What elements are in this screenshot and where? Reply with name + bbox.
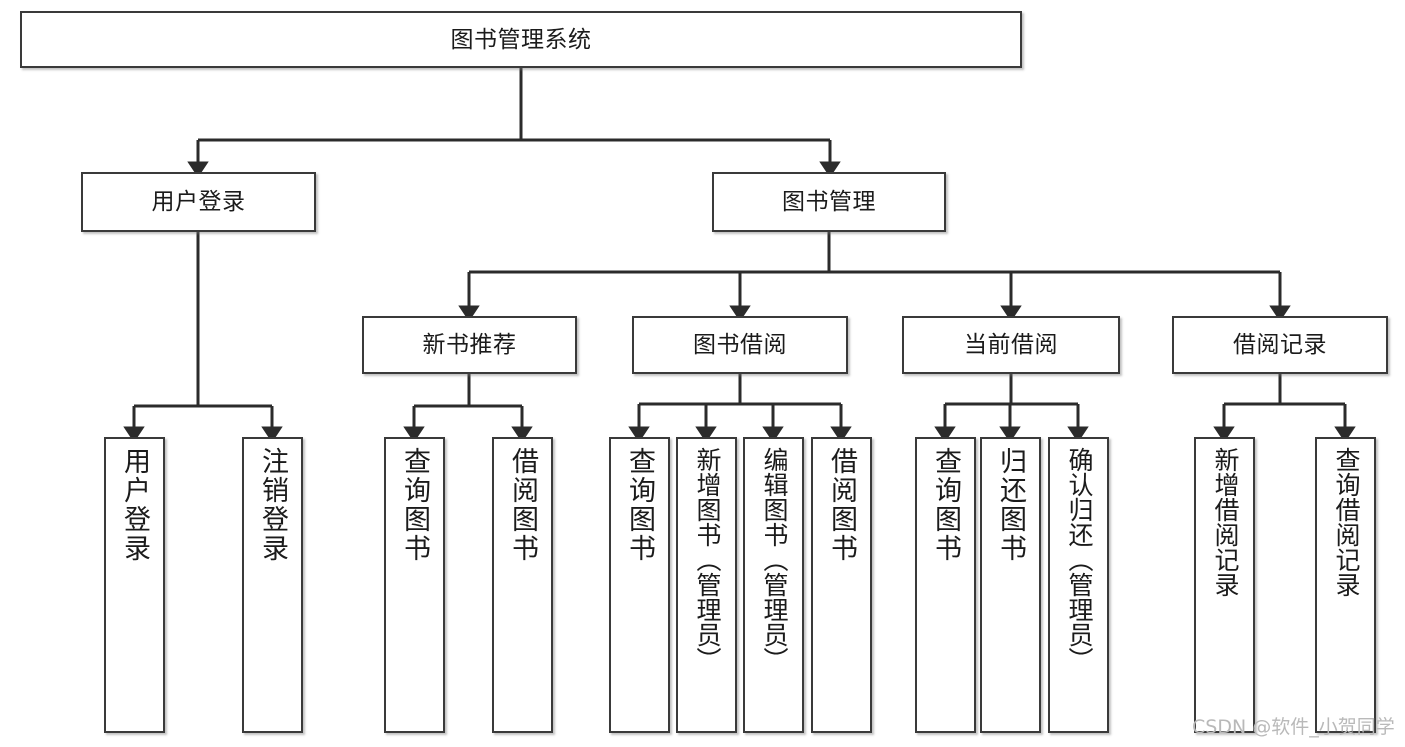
leaf-book-borrow-borrow-book[interactable]: 借阅图书 [811, 437, 872, 733]
node-label: 图书借阅 [693, 331, 787, 358]
node-label: 新增借阅记录 [1211, 447, 1239, 597]
node-root-book-management-system[interactable]: 图书管理系统 [20, 11, 1022, 68]
leaf-new-book-query-book[interactable]: 查询图书 [384, 437, 445, 733]
node-label: 新书推荐 [422, 331, 517, 358]
leaf-new-book-borrow-book[interactable]: 借阅图书 [492, 437, 553, 733]
leaf-borrow-record-query-record[interactable]: 查询借阅记录 [1315, 437, 1376, 733]
node-label: 查询借阅记录 [1332, 447, 1360, 597]
leaf-current-borrow-confirm-return-admin[interactable]: 确认归还（管理员） [1048, 437, 1109, 733]
node-label: 查询图书 [400, 447, 430, 563]
node-current-borrow[interactable]: 当前借阅 [902, 316, 1120, 374]
leaf-book-borrow-edit-book-admin[interactable]: 编辑图书（管理员） [743, 437, 804, 733]
node-label: 确认归还（管理员） [1065, 447, 1093, 672]
node-label: 注销登录 [258, 447, 288, 563]
watermark-csdn: CSDN @软件_小贺同学 [1192, 716, 1395, 738]
leaf-book-borrow-add-book-admin[interactable]: 新增图书（管理员） [676, 437, 737, 733]
node-label: 借阅记录 [1233, 331, 1327, 358]
node-label: 用户登录 [151, 188, 246, 215]
node-label: 新增图书（管理员） [693, 447, 721, 672]
leaf-user-login[interactable]: 用户登录 [104, 437, 165, 733]
node-new-book-recommend[interactable]: 新书推荐 [362, 316, 577, 374]
leaf-borrow-record-add-record[interactable]: 新增借阅记录 [1194, 437, 1255, 733]
node-borrow-record[interactable]: 借阅记录 [1172, 316, 1388, 374]
node-label: 查询图书 [931, 447, 961, 563]
node-label: 图书管理系统 [450, 25, 592, 52]
node-label: 当前借阅 [964, 331, 1058, 358]
node-book-management[interactable]: 图书管理 [712, 172, 946, 232]
node-label: 用户登录 [120, 447, 150, 563]
node-user-login[interactable]: 用户登录 [81, 172, 316, 232]
node-label: 查询图书 [625, 447, 655, 563]
leaf-current-borrow-return-book[interactable]: 归还图书 [980, 437, 1041, 733]
node-label: 归还图书 [996, 447, 1026, 563]
leaf-logout[interactable]: 注销登录 [242, 437, 303, 733]
node-book-borrow[interactable]: 图书借阅 [632, 316, 848, 374]
leaf-book-borrow-query-book[interactable]: 查询图书 [609, 437, 670, 733]
node-label: 借阅图书 [508, 447, 538, 563]
node-label: 图书管理 [782, 188, 876, 215]
leaf-current-borrow-query-book[interactable]: 查询图书 [915, 437, 976, 733]
node-label: 借阅图书 [827, 447, 857, 563]
node-label: 编辑图书（管理员） [760, 447, 788, 672]
